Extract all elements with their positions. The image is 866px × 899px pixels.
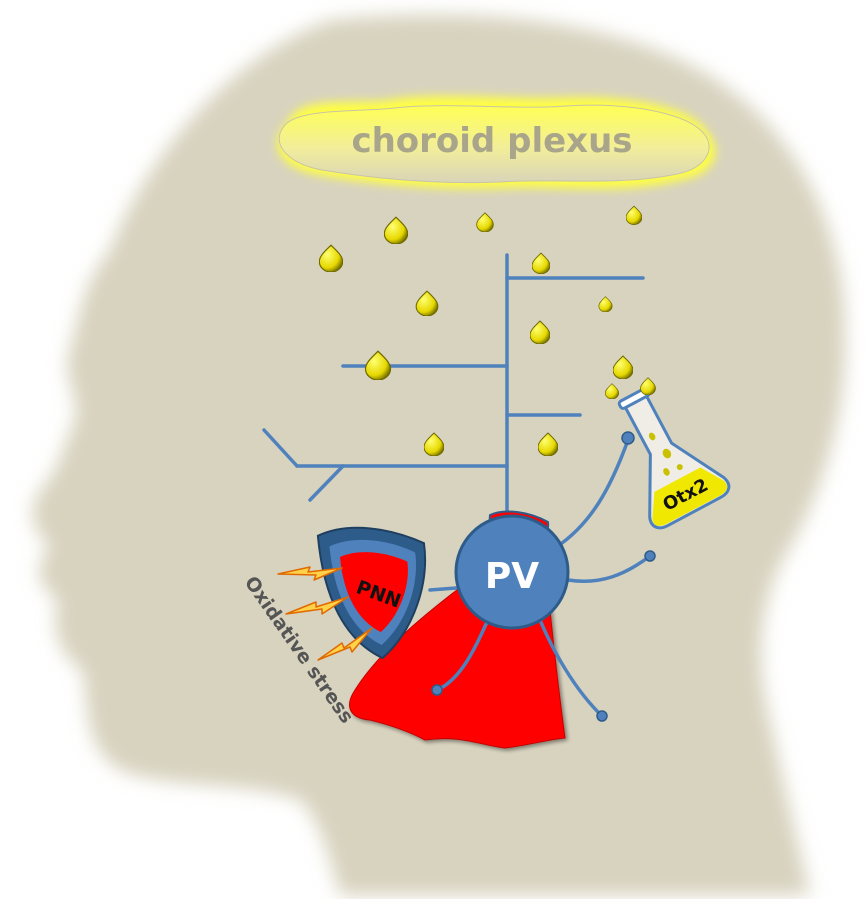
pv-leg-left [435, 613, 492, 692]
pv-hands [431, 431, 656, 722]
pnn-shield: PNN [316, 526, 426, 660]
pv-arm-left [428, 586, 458, 592]
oxidative-stress-bolts [277, 566, 373, 661]
lightning-bolt-icon [285, 596, 349, 615]
pv-leg-right [536, 613, 604, 718]
dendrite-branch-diagonal-down [308, 464, 345, 502]
lightning-bolt-icon [277, 566, 343, 581]
pv-hand [644, 550, 656, 562]
pv-hand [621, 431, 635, 445]
pv-foot [596, 710, 608, 722]
lightning-bolt-icon [317, 627, 373, 661]
pv-label: PV [485, 556, 539, 597]
dendrite-branch-diagonal-up [262, 428, 299, 468]
choroid-plexus-label: choroid plexus [351, 121, 632, 161]
choroid-plexus-cloud: choroid plexus [277, 96, 716, 189]
pv-limbs [428, 438, 652, 718]
neuron-dendrites [262, 253, 645, 522]
pv-arm-right [566, 554, 652, 583]
pv-arm-upper-right [553, 438, 630, 550]
pv-cell: PV [454, 514, 570, 630]
pv-foot [431, 684, 443, 696]
